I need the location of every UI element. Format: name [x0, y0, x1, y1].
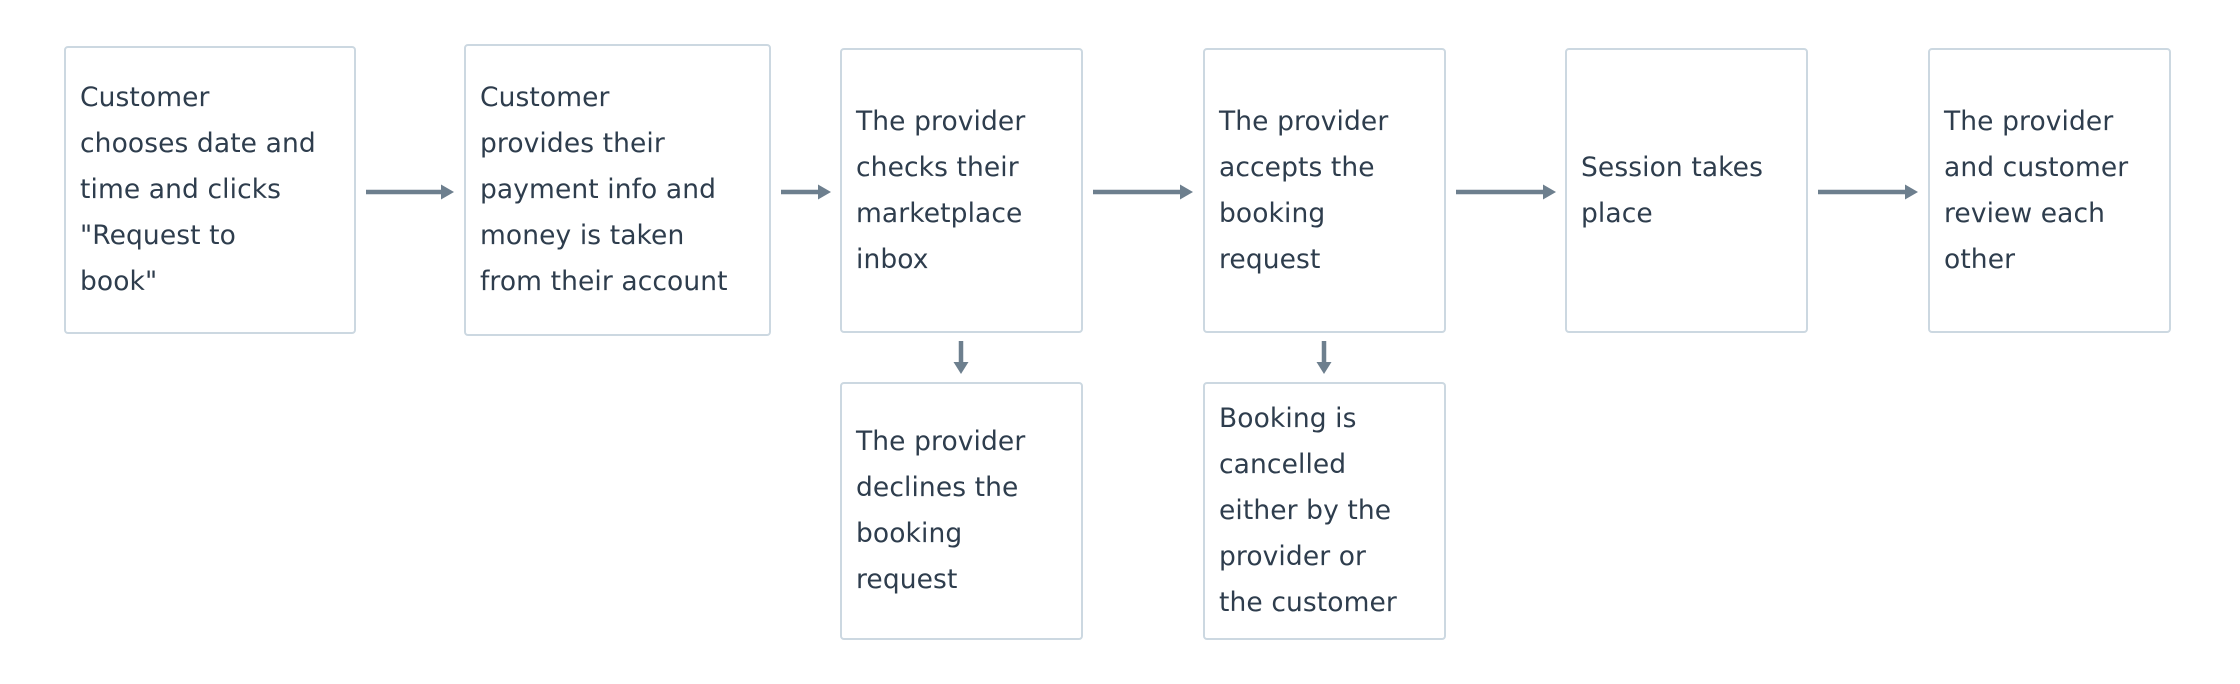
- flow-node-review-each-other[interactable]: The provider and customer review each ot…: [1928, 48, 2171, 333]
- flow-node-provider-checks-inbox[interactable]: The provider checks their marketplace in…: [840, 48, 1083, 333]
- flow-arrow-session-to-review: [1818, 181, 1918, 203]
- flow-node-booking-cancelled[interactable]: Booking is cancelled either by the provi…: [1203, 382, 1446, 640]
- flow-node-provider-declines[interactable]: The provider declines the booking reques…: [840, 382, 1083, 640]
- flow-node-label: The provider checks their marketplace in…: [856, 105, 1026, 275]
- flow-node-label: Customer provides their payment info and…: [480, 82, 728, 297]
- flow-arrow-inbox-to-accepts: [1093, 181, 1193, 203]
- flow-arrow-accepts-to-session: [1456, 181, 1556, 203]
- flow-node-label: Session takes place: [1581, 151, 1763, 229]
- flow-arrow-choose-time-to-payment: [366, 181, 454, 203]
- flow-node-payment[interactable]: Customer provides their payment info and…: [464, 44, 771, 336]
- flow-arrow-inbox-to-declines: [950, 341, 972, 374]
- flow-node-provider-accepts[interactable]: The provider accepts the booking request: [1203, 48, 1446, 333]
- flow-node-label: The provider accepts the booking request: [1219, 105, 1389, 275]
- flow-node-session-takes-place[interactable]: Session takes place: [1565, 48, 1808, 333]
- flow-arrow-payment-to-inbox: [781, 181, 831, 203]
- flow-node-label: Booking is cancelled either by the provi…: [1219, 403, 1397, 618]
- flow-node-label: The provider and customer review each ot…: [1944, 105, 2129, 275]
- flow-node-choose-time[interactable]: Customer chooses date and time and click…: [64, 46, 356, 334]
- flow-node-label: The provider declines the booking reques…: [856, 426, 1026, 595]
- flow-node-label: Customer chooses date and time and click…: [80, 82, 316, 297]
- flow-arrow-accepts-to-cancelled: [1313, 341, 1335, 374]
